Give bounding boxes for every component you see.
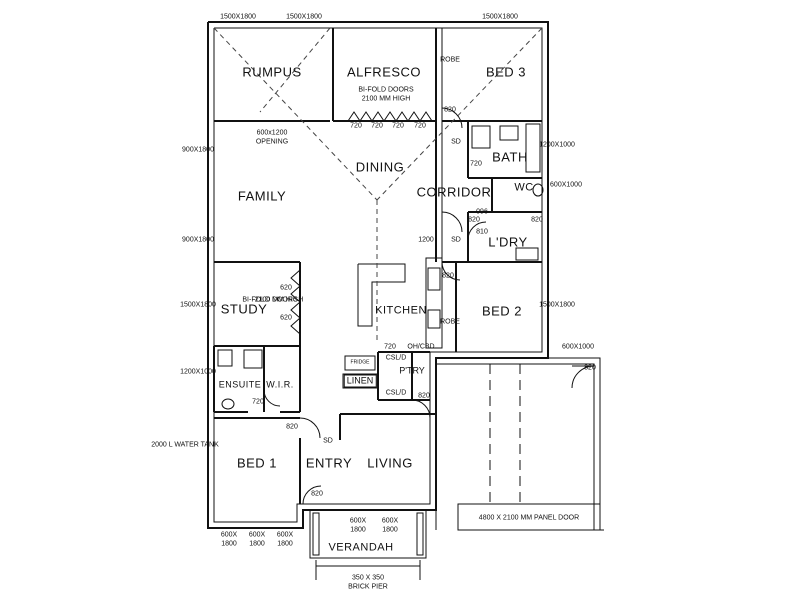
note-bifold-study-1: BI-FOLD DOORS — [242, 296, 298, 304]
room-bed1: BED 1 — [236, 455, 278, 471]
study-bifold-doors — [290, 269, 301, 335]
kitchen-fixtures — [342, 257, 443, 389]
dim-1200: 1200 — [418, 236, 434, 244]
alfresco-bifold-doors — [347, 111, 433, 122]
verandah-outline — [309, 509, 427, 580]
dim-820-garage: 820 — [584, 364, 596, 372]
room-family: FAMILY — [237, 188, 287, 204]
note-brick-pier-2: BRICK PIER — [348, 583, 388, 591]
room-pantry: P'TRY — [399, 365, 425, 376]
dim-bot-3a: 600X — [276, 531, 294, 539]
garage — [435, 357, 604, 531]
dim-top-1: 1500X1800 — [220, 13, 256, 21]
dim-820-bed3: 820 — [444, 106, 456, 114]
room-alfresco: ALFRESCO — [346, 64, 422, 80]
dim-left-2: 900X1800 — [182, 236, 214, 244]
dim-bot-1a: 600X — [220, 531, 238, 539]
note-sd-laundry: SD — [451, 236, 461, 244]
note-opening-2: OPENING — [255, 138, 289, 146]
dim-top-3: 1500X1800 — [482, 13, 518, 21]
dim-720-kitchen: 720 — [384, 343, 396, 351]
dim-bot-2b: 1800 — [249, 540, 265, 548]
note-bifold-alfresco-1: BI-FOLD DOORS — [358, 86, 414, 94]
dim-720-b: 720 — [371, 122, 383, 130]
windows — [207, 21, 549, 529]
room-entry: ENTRY — [305, 455, 353, 471]
room-living: LIVING — [367, 455, 413, 471]
dim-620-b: 620 — [280, 314, 292, 322]
bathroom-fixtures — [217, 123, 544, 410]
dim-left-3: 1500X1800 — [180, 301, 216, 309]
dim-ver-1a: 600X — [349, 517, 367, 525]
dim-right-2: 600X1000 — [550, 181, 582, 189]
note-ohcbd: OH/CBD — [407, 343, 435, 351]
dim-810: 810 — [476, 228, 488, 236]
note-brick-pier-1: 350 X 350 — [352, 574, 384, 582]
room-corridor: CORRIDOR — [416, 184, 492, 200]
note-opening-1: 600x1200 — [256, 129, 288, 137]
room-study: STUDY — [220, 301, 268, 317]
room-laundry: L'DRY — [488, 234, 528, 250]
room-kitchen: KITCHEN — [375, 304, 427, 317]
note-panel-door: 4800 X 2100 MM PANEL DOOR — [478, 514, 580, 522]
dim-820-wc: 820 — [468, 216, 480, 224]
dim-bot-3b: 1800 — [277, 540, 293, 548]
room-verandah: VERANDAH — [328, 541, 394, 554]
dim-bot-1b: 1800 — [221, 540, 237, 548]
dim-720-d: 720 — [414, 122, 426, 130]
note-robe-bed3: ROBE — [440, 56, 460, 64]
note-bifold-alfresco-2: 2100 MM HIGH — [361, 95, 411, 103]
note-fridge: FRIDGE — [350, 359, 370, 366]
note-csld-1: CSL/D — [385, 354, 407, 362]
room-bed3: BED 3 — [485, 64, 527, 80]
note-robe-bed2: ROBE — [440, 318, 460, 326]
room-bath: BATH — [492, 149, 528, 165]
note-water-tank: 2000 L WATER TANK — [151, 441, 219, 449]
dim-720-bath: 720 — [470, 160, 482, 168]
dim-ver-1b: 1800 — [350, 526, 366, 534]
note-sd-corridor: SD — [451, 138, 461, 146]
room-dining: DINING — [355, 159, 405, 175]
dim-096: 096 — [476, 208, 488, 216]
dim-820-bed2: 820 — [442, 272, 454, 280]
roof-lines — [213, 27, 543, 342]
dim-bot-2a: 600X — [248, 531, 266, 539]
note-csld-2: CSL/D — [385, 389, 407, 397]
room-bed2: BED 2 — [481, 303, 523, 319]
note-sd-entry: SD — [323, 437, 333, 445]
dim-ver-2a: 600X — [381, 517, 399, 525]
door-swings — [263, 107, 487, 505]
dim-820-entry: 820 — [311, 490, 323, 498]
dim-left-1: 900X1800 — [182, 146, 214, 154]
dim-820-bed1: 820 — [286, 423, 298, 431]
room-linen: LINEN — [343, 374, 377, 388]
dim-right-3: 1500X1800 — [539, 301, 575, 309]
dim-620-a: 620 — [280, 284, 292, 292]
room-rumpus: RUMPUS — [242, 64, 302, 80]
dim-garage-top: 600X1000 — [562, 343, 594, 351]
dim-top-2: 1500X1800 — [286, 13, 322, 21]
dim-820-pantry: 820 — [418, 392, 430, 400]
dim-right-1: 1200X1000 — [539, 141, 575, 149]
dim-720-c: 720 — [392, 122, 404, 130]
room-wc: WC — [514, 181, 534, 194]
dim-720-a: 720 — [350, 122, 362, 130]
dim-left-4: 1200X1000 — [180, 368, 216, 376]
dim-720-ensuite: 720 — [252, 398, 264, 406]
dim-ver-2b: 1800 — [382, 526, 398, 534]
room-wir: W.I.R. — [266, 379, 294, 390]
note-bifold-study-2: 2100 MM HIGH — [254, 296, 304, 304]
dim-820-laundry: 820 — [531, 216, 543, 224]
room-ensuite: ENSUITE — [218, 379, 262, 390]
